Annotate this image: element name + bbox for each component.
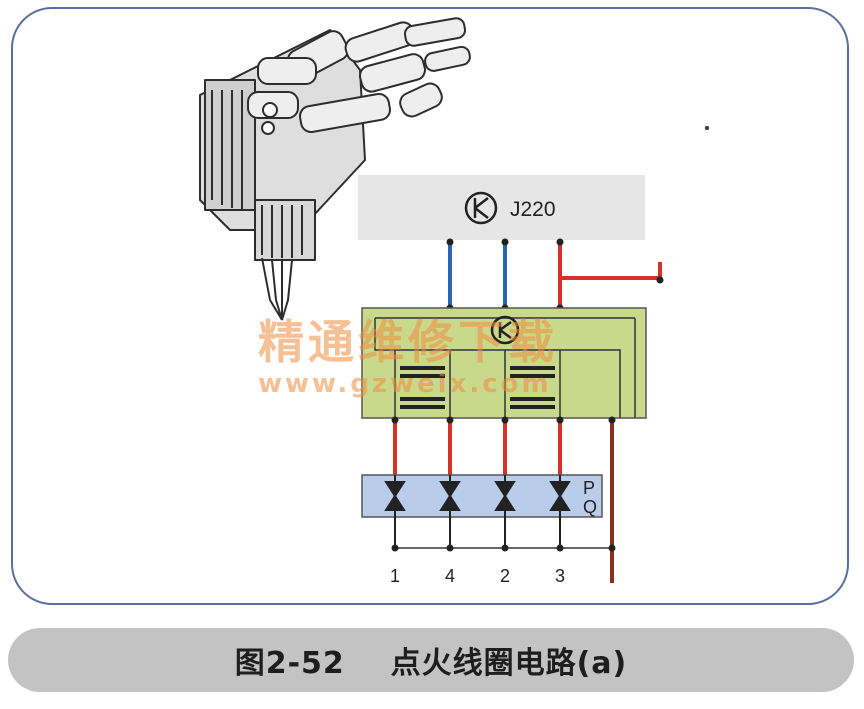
module-transistor-icon: [490, 315, 520, 345]
caption-gap: [345, 643, 391, 678]
figure-title: 点火线圈电路(a): [390, 646, 628, 681]
watermark-cn: 精通维修下载: [258, 315, 558, 369]
cylinder-label-4: 4: [445, 566, 455, 586]
cylinder-label-2: 2: [500, 566, 510, 586]
ecu-box: [358, 175, 645, 240]
output-wires: [393, 418, 614, 583]
figure-caption: 图2-52 点火线圈电路(a): [8, 628, 854, 692]
watermark-url: www.gzweix.com: [258, 369, 552, 399]
ecu-label: J220: [510, 198, 556, 221]
figure-number: 图2-52: [234, 646, 345, 681]
diode-label-q: Q: [583, 497, 597, 517]
transistor-icon: [464, 191, 498, 225]
speck-mark: [705, 126, 709, 130]
cylinder-label-1: 1: [390, 566, 400, 586]
coil-windings: [400, 366, 555, 409]
diode-icon: [384, 475, 571, 548]
signal-wires: [448, 242, 662, 308]
cylinder-label-3: 3: [555, 566, 565, 586]
output-junctions: [391, 416, 616, 424]
ignition-coil-illustration: [199, 17, 471, 321]
ground-junctions: [391, 544, 616, 552]
diode-label-p: P: [583, 478, 595, 498]
